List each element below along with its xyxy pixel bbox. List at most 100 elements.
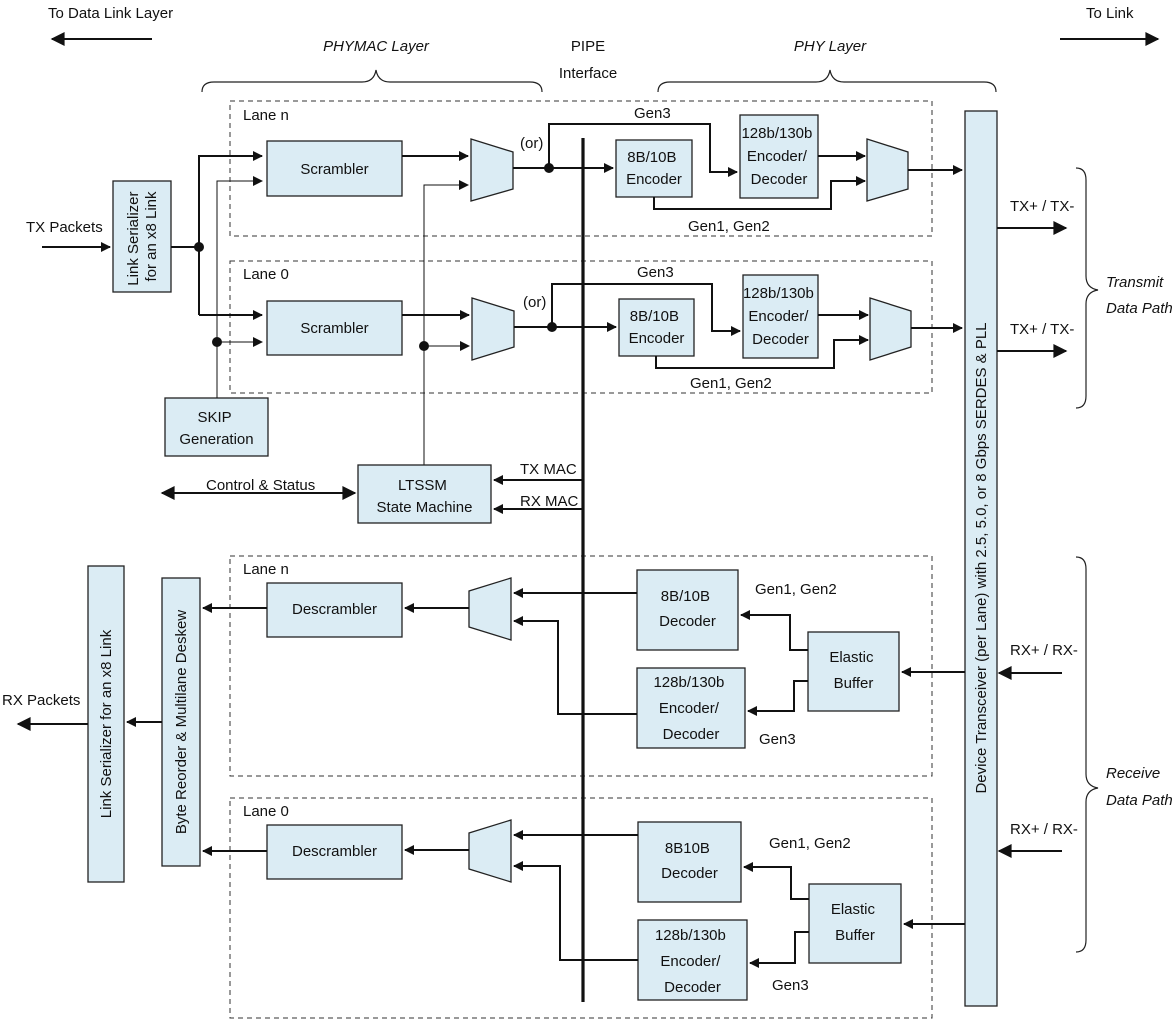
encoder-8b10b-lane-0-text: 8B/10B Encoder: [629, 308, 685, 347]
transmit-label: Transmit: [1106, 274, 1164, 291]
rx-0-gen12-label: Gen1, Gen2: [769, 835, 851, 852]
phymac-brace: [201, 69, 543, 93]
tx-0-gen12-line: [655, 335, 869, 369]
encoder-8b10b-lane-0-block: [618, 298, 695, 357]
codec-128b130b-rx-lane-0-block: [637, 919, 748, 1001]
rx-lane-n-box: [229, 555, 933, 777]
rx-n-gen3-label: Gen3: [759, 731, 796, 748]
transmit-brace: [1075, 167, 1099, 409]
elastic-buffer-lane-0-block: [808, 883, 902, 964]
scrambler-lane-0-text: Scrambler: [300, 320, 368, 337]
descrambler-lane-n-text: Descrambler: [292, 601, 377, 618]
codec-128b130b-lane-n-block: [739, 114, 819, 199]
elastic-buffer-lane-n-block: [807, 631, 900, 712]
ser-branch-node: [194, 242, 204, 252]
tx-mux-lane-0: [471, 297, 515, 361]
skip-branch-node: [212, 337, 222, 347]
byte-reorder-deskew-text: Byte Reorder & Multilane Deskew: [173, 610, 190, 834]
codec-128b130b-rx-lane-0-text: 128b/130b Encoder/ Decoder: [655, 927, 730, 996]
codec-128b130b-lane-0-block: [742, 274, 819, 359]
transmit-data-path-label: Data Path: [1106, 300, 1172, 317]
elastic-buffer-lane-n-text: Elastic Buffer: [829, 649, 877, 692]
tx-n-gen3-line: [548, 123, 738, 177]
tx-out-n-label: TX+ / TX-: [1010, 198, 1074, 215]
receive-brace: [1075, 556, 1099, 953]
descrambler-lane-0-text: Descrambler: [292, 843, 377, 860]
rx-n-codec-to-mux-line: [513, 616, 637, 715]
rx-n-buffer-to-decoder-line: [740, 610, 808, 651]
rx-lane-0-box: [229, 797, 933, 1019]
codec-128b130b-lane-n-text: 128b/130b Encoder/ Decoder: [741, 125, 816, 188]
receive-data-path-label: Data Path: [1106, 792, 1172, 809]
descrambler-lane-n-block: [266, 582, 403, 638]
tx-n-gen3-label: Gen3: [634, 105, 671, 122]
skip-generation-text: SKIP Generation: [179, 409, 253, 448]
tx-n-or-label: (or): [520, 135, 543, 152]
rx-lane-0-label: Lane 0: [243, 803, 289, 820]
rx-0-buffer-to-decoder-line: [743, 862, 809, 900]
rx-mux-lane-0: [468, 819, 512, 883]
ltssm-block: [357, 464, 492, 524]
link-serializer-rx-block: [87, 565, 125, 883]
tx-lane-n-box: [229, 100, 933, 237]
byte-reorder-deskew-block: [161, 577, 201, 867]
tx-mux-lane-n: [470, 138, 514, 202]
rx-0-codec-to-mux-line: [513, 861, 638, 961]
rx-in-n-label: RX+ / RX-: [1010, 642, 1078, 659]
codec-128b130b-rx-lane-n-block: [636, 667, 746, 749]
encoder-8b10b-lane-n-text: 8B/10B Encoder: [626, 149, 682, 188]
tx-out-0-label: TX+ / TX-: [1010, 321, 1074, 338]
receive-label: Receive: [1106, 765, 1160, 782]
codec-128b130b-lane-0-text: 128b/130b Encoder/ Decoder: [743, 285, 818, 348]
device-transceiver-block: [964, 110, 998, 1007]
tx-n-gen12-line: [653, 176, 866, 210]
ltssm-branch-node: [419, 341, 429, 351]
codec-128b130b-rx-lane-n-text: 128b/130b Encoder/ Decoder: [653, 674, 728, 743]
device-transceiver-text: Device Transceiver (per Lane) with 2.5, …: [973, 322, 990, 793]
ltssm-text: LTSSM State Machine: [377, 477, 473, 516]
tx-lane-n-label: Lane n: [243, 107, 289, 124]
rx-lane-n-label: Lane n: [243, 561, 289, 578]
skip-generation-block: [164, 397, 269, 457]
link-serializer-tx-text: Link Serializer for an x8 Link: [125, 187, 160, 285]
descrambler-lane-0-block: [266, 824, 403, 880]
ltssm-to-mux-n-line: [423, 180, 469, 465]
interface-label: Interface: [559, 65, 617, 82]
tx-phy-mux-lane-0: [869, 297, 912, 361]
rx-n-gen12-label: Gen1, Gen2: [755, 581, 837, 598]
decoder-8b10b-lane-0-text: 8B10B Decoder: [661, 840, 718, 882]
decoder-8b10b-lane-n-block: [636, 569, 739, 651]
scrambler-lane-n-text: Scrambler: [300, 161, 368, 178]
to-link-label: To Link: [1086, 5, 1134, 22]
tx-lane-0-label: Lane 0: [243, 266, 289, 283]
skip-to-scrambler-n-line: [216, 176, 263, 342]
tx-n-gen12-label: Gen1, Gen2: [688, 218, 770, 235]
tx-0-gen3-label: Gen3: [637, 264, 674, 281]
rx-0-buffer-to-codec-line: [749, 931, 809, 968]
to-data-link-label: To Data Link Layer: [48, 5, 173, 22]
rx-n-buffer-to-codec-line: [747, 680, 808, 716]
rx-0-gen3-label: Gen3: [772, 977, 809, 994]
phy-brace: [657, 69, 997, 93]
rx-mac-label: RX MAC: [520, 493, 579, 510]
elastic-buffer-lane-0-text: Elastic Buffer: [831, 901, 879, 944]
tx-phy-mux-lane-n: [866, 138, 909, 202]
control-status-label: Control & Status: [206, 477, 315, 494]
link-serializer-tx-block: [112, 180, 172, 293]
tx-mac-label: TX MAC: [520, 461, 577, 478]
tx-0-gen3-line: [551, 283, 741, 336]
scrambler-lane-0-block: [266, 300, 403, 356]
decoder-8b10b-lane-0-block: [637, 821, 742, 903]
tx-packets-label: TX Packets: [26, 219, 103, 236]
phymac-layer-label: PHYMAC Layer: [323, 38, 430, 55]
scrambler-lane-n-block: [266, 140, 403, 197]
ser-to-scrambler-n-line: [171, 151, 263, 248]
tx-0-or-label: (or): [523, 294, 546, 311]
rx-in-0-label: RX+ / RX-: [1010, 821, 1078, 838]
phy-layer-label: PHY Layer: [794, 38, 867, 55]
rx-mux-lane-n: [468, 577, 512, 641]
decoder-8b10b-lane-n-text: 8B/10B Decoder: [659, 588, 716, 630]
link-serializer-rx-text: Link Serializer for an x8 Link: [98, 629, 115, 818]
rx-packets-label: RX Packets: [2, 692, 80, 709]
